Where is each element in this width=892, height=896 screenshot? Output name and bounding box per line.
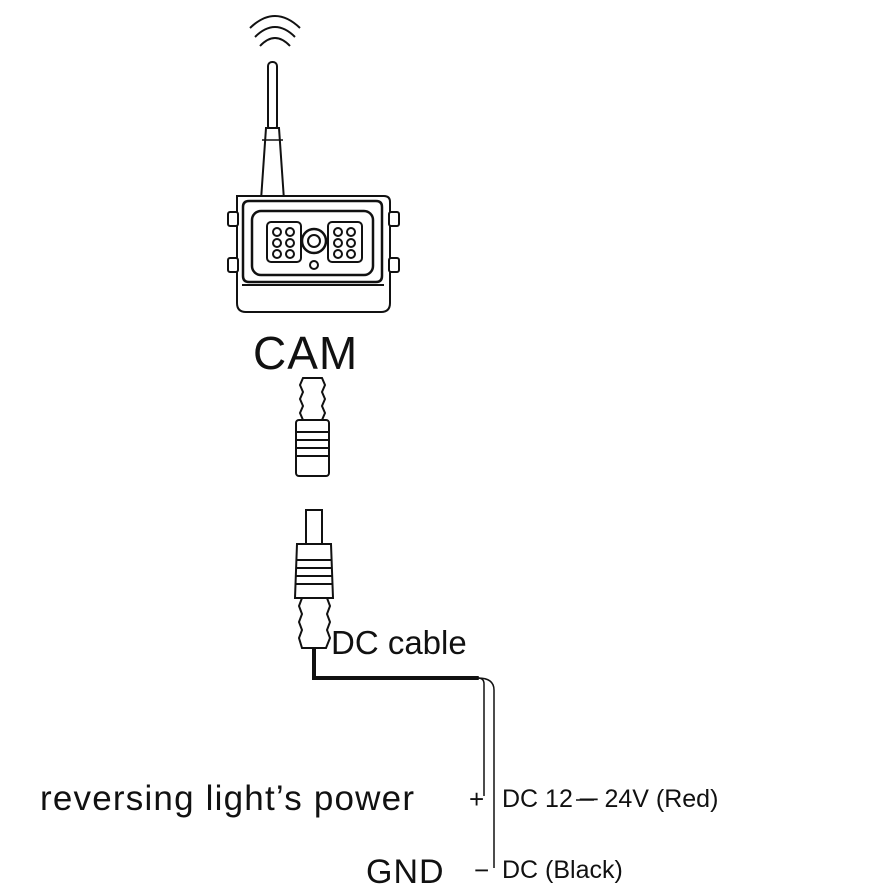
- reversing-light-power-label: reversing light’s power: [40, 779, 416, 818]
- male-connector-icon: [293, 509, 335, 649]
- positive-terminal-symbol: +: [469, 784, 485, 814]
- negative-terminal-symbol: −: [474, 855, 490, 885]
- dc-cable-wire: [312, 648, 594, 868]
- wifi-signal-icon: [249, 15, 301, 47]
- positive-wire-label: DC 12 ─ 24V (Red): [502, 785, 719, 813]
- dc-cable-label: DC cable: [331, 624, 467, 661]
- ground-label: GND: [366, 853, 445, 891]
- ground-wire-label: DC (Black): [502, 856, 623, 884]
- female-connector-icon: [295, 377, 330, 477]
- camera-icon: [227, 195, 400, 313]
- antenna-icon: [259, 61, 286, 201]
- camera-label: CAM: [253, 327, 359, 379]
